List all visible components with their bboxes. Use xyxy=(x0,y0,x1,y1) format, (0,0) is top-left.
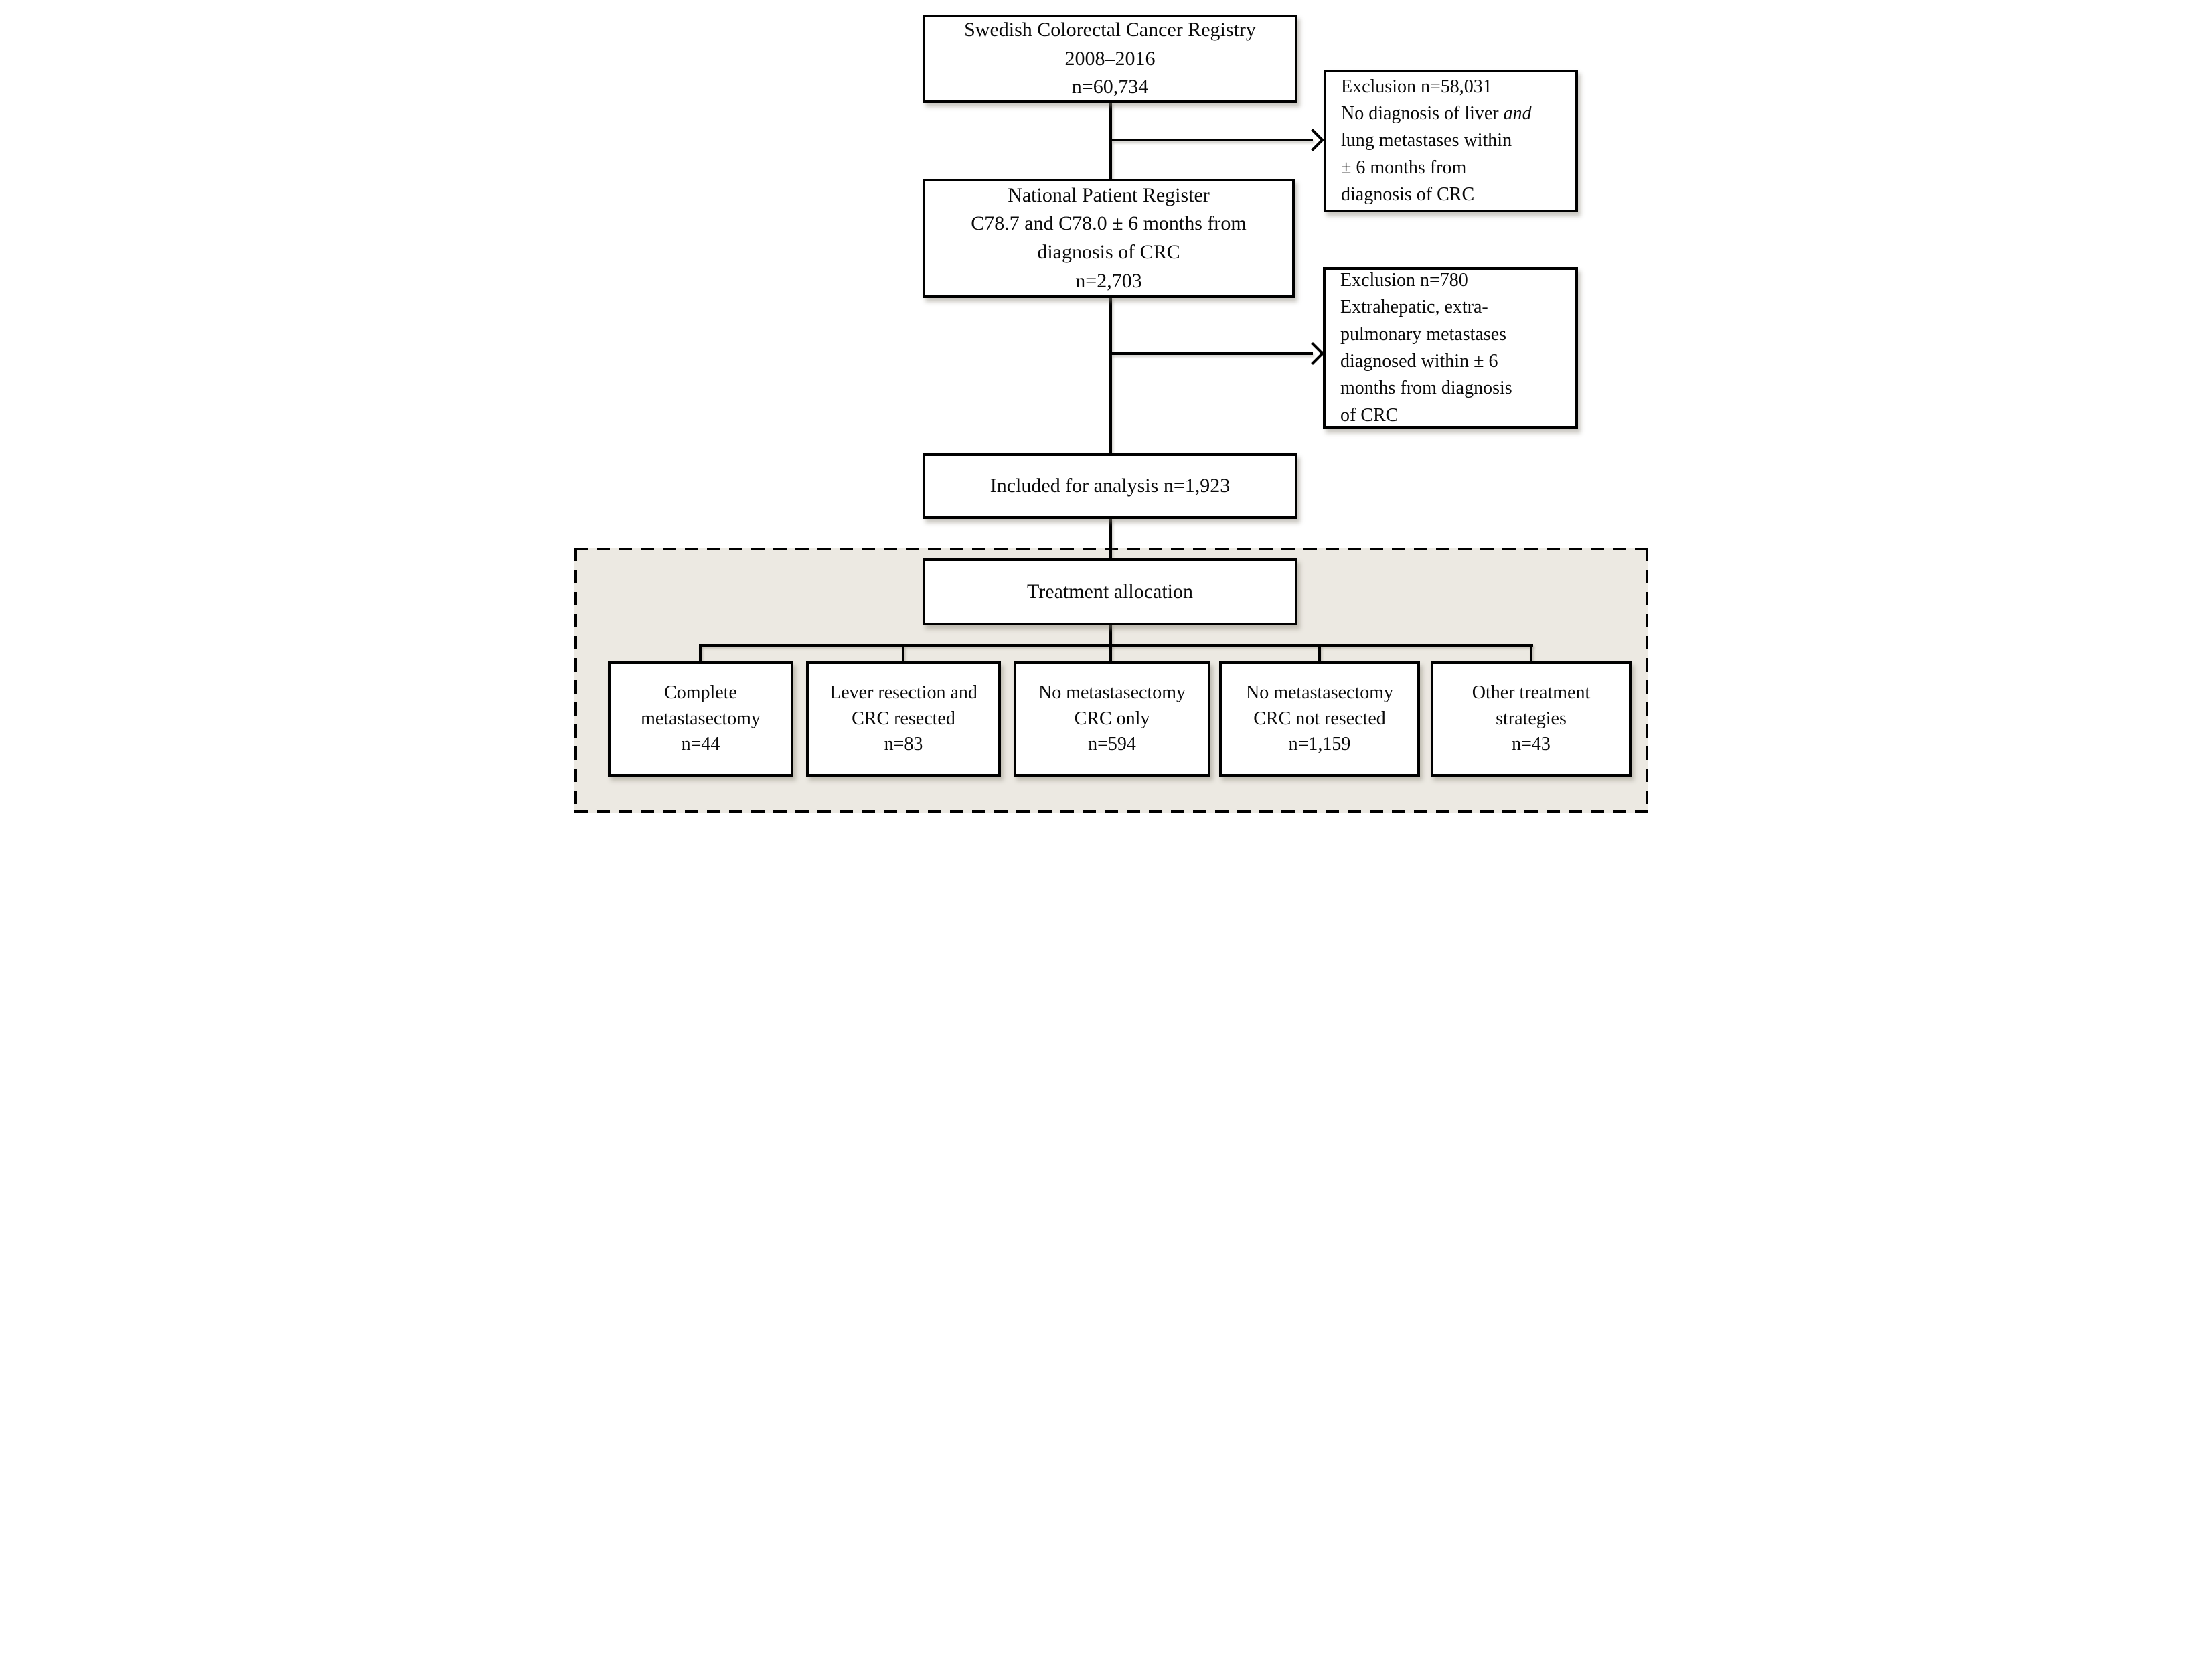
outcome-line: Other treatment xyxy=(1472,682,1591,704)
npr-line-4: n=2,703 xyxy=(1075,269,1142,292)
exclusion-top-line-2-text: No diagnosis of liver xyxy=(1341,103,1504,125)
treatment-allocation-text: Treatment allocation xyxy=(1027,580,1193,603)
outcome-line: No metastasectomy xyxy=(1038,682,1186,704)
registry-line-3: n=60,734 xyxy=(1071,76,1149,98)
box-treatment-allocation: Treatment allocation xyxy=(923,558,1297,625)
exclusion-top-line-2: No diagnosis of liver and xyxy=(1341,100,1570,127)
connector-included-to-treatment xyxy=(1109,518,1112,561)
exclusion-top-line-2-italic: and xyxy=(1503,103,1532,125)
exclusion-bottom-line-4: diagnosed within ± 6 xyxy=(1340,351,1498,372)
box-exclusion-bottom: Exclusion n=780 Extrahepatic, extra- pul… xyxy=(1323,267,1578,429)
outcome-line: CRC only xyxy=(1074,708,1150,729)
connector-registry-to-npr xyxy=(1109,102,1112,181)
branch-drop-4 xyxy=(1318,645,1321,663)
outcome-line: metastasectomy xyxy=(641,708,761,729)
connector-treatment-to-branch xyxy=(1109,623,1112,647)
panel-border-bottom xyxy=(574,810,1648,813)
box-other-treatment-strategies: Other treatment strategies n=43 xyxy=(1431,661,1632,777)
panel-border-right xyxy=(1646,548,1648,813)
arrowhead-right-icon xyxy=(1301,342,1324,365)
registry-line-2: 2008–2016 xyxy=(1064,47,1156,70)
exclusion-bottom-line-6: of CRC xyxy=(1340,404,1399,426)
box-exclusion-top: Exclusion n=58,031 No diagnosis of liver… xyxy=(1324,70,1578,212)
outcome-line: Lever resection and xyxy=(830,682,977,704)
exclusion-top-line-4: ± 6 months from xyxy=(1341,157,1467,178)
outcome-line: n=44 xyxy=(681,734,720,755)
exclusion-bottom-line-5: months from diagnosis xyxy=(1340,378,1512,399)
box-national-patient-register: National Patient Register C78.7 and C78.… xyxy=(923,179,1295,298)
branch-line xyxy=(699,644,1533,647)
outcome-line: n=83 xyxy=(884,734,923,755)
box-included-for-analysis: Included for analysis n=1,923 xyxy=(923,453,1297,519)
outcome-line: n=594 xyxy=(1088,734,1136,755)
branch-drop-2 xyxy=(902,645,904,663)
outcome-line: Complete xyxy=(664,682,737,704)
registry-line-1: Swedish Colorectal Cancer Registry xyxy=(964,19,1256,42)
outcome-line: n=1,159 xyxy=(1288,734,1351,755)
exclusion-bottom-line-2: Extrahepatic, extra- xyxy=(1340,297,1488,318)
box-no-metastasectomy-crc-not-resected: No metastasectomy CRC not resected n=1,1… xyxy=(1219,661,1420,777)
box-complete-metastasectomy: Complete metastasectomy n=44 xyxy=(608,661,793,777)
arrow-to-exclusion-bottom xyxy=(1111,352,1313,355)
exclusion-top-line-3: lung metastases within xyxy=(1341,130,1512,151)
branch-drop-5 xyxy=(1530,645,1532,663)
outcome-line: CRC not resected xyxy=(1253,708,1386,729)
arrow-to-exclusion-top xyxy=(1111,139,1313,141)
box-registry: Swedish Colorectal Cancer Registry 2008–… xyxy=(923,15,1297,103)
included-text: Included for analysis n=1,923 xyxy=(990,474,1231,497)
outcome-line: No metastasectomy xyxy=(1245,682,1394,704)
box-liver-resection-crc-resected: Lever resection and CRC resected n=83 xyxy=(806,661,1001,777)
npr-line-1: National Patient Register xyxy=(1008,183,1210,206)
arrowhead-right-icon xyxy=(1301,129,1324,151)
exclusion-bottom-line-3: pulmonary metastases xyxy=(1340,323,1507,345)
box-no-metastasectomy-crc-only: No metastasectomy CRC only n=594 xyxy=(1014,661,1210,777)
npr-line-2: C78.7 and C78.0 ± 6 months from xyxy=(971,212,1247,235)
exclusion-top-line-1: Exclusion n=58,031 xyxy=(1341,76,1492,97)
branch-drop-1 xyxy=(699,645,702,663)
exclusion-top-line-5: diagnosis of CRC xyxy=(1341,183,1475,205)
connector-npr-to-included xyxy=(1109,297,1112,456)
branch-drop-3 xyxy=(1109,645,1112,663)
outcome-line: n=43 xyxy=(1512,734,1551,755)
outcome-line: strategies xyxy=(1496,708,1567,729)
panel-border-left xyxy=(574,548,577,813)
exclusion-bottom-line-1: Exclusion n=780 xyxy=(1340,270,1468,291)
npr-line-3: diagnosis of CRC xyxy=(1037,241,1180,263)
flow-diagram: Swedish Colorectal Cancer Registry 2008–… xyxy=(553,0,1659,826)
outcome-line: CRC resected xyxy=(852,708,955,729)
